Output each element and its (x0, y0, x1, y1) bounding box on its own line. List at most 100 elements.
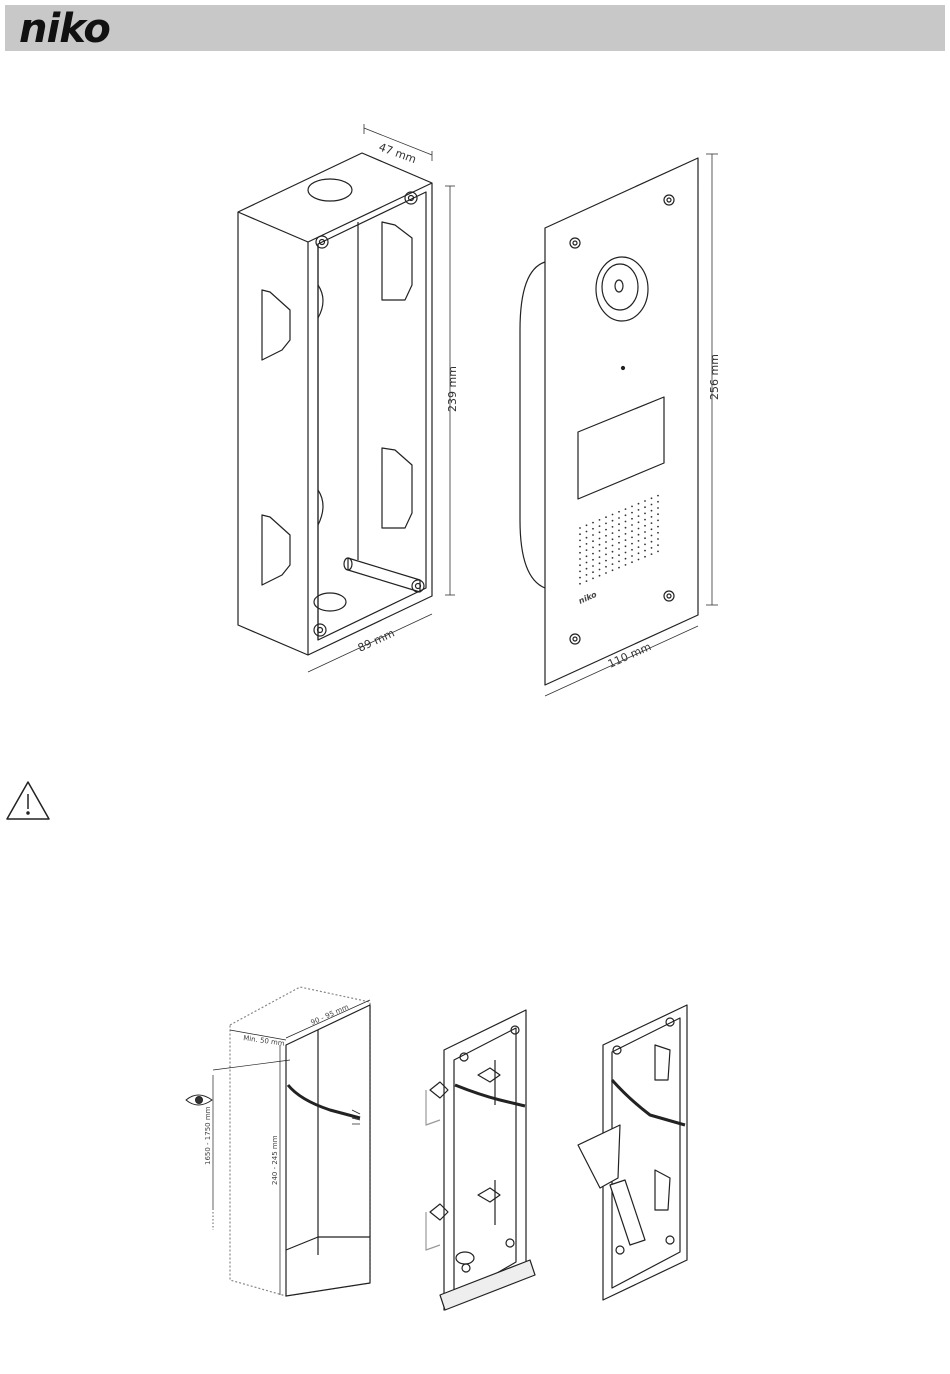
speaker-hole (605, 566, 607, 568)
speaker-hole (631, 555, 633, 557)
speaker-hole (592, 547, 594, 549)
speaker-hole (657, 532, 659, 534)
speaker-hole (612, 557, 614, 559)
mounting-box-drawing (238, 153, 432, 655)
speaker-hole (631, 537, 633, 539)
speaker-hole (644, 506, 646, 508)
box-insert-drawing (426, 1010, 535, 1310)
speaker-hole (625, 527, 627, 529)
speaker-hole (579, 577, 581, 579)
speaker-hole (612, 532, 614, 534)
speaker-hole (618, 542, 620, 544)
speaker-hole (605, 572, 607, 574)
speaker-hole (644, 513, 646, 515)
mount-height-label: 1650 - 1750 mm (204, 1106, 212, 1165)
speaker-hole (579, 527, 581, 529)
speaker-hole (651, 497, 653, 499)
speaker-hole (657, 538, 659, 540)
speaker-hole (592, 528, 594, 530)
speaker-hole (631, 518, 633, 520)
speaker-hole (651, 504, 653, 506)
speaker-hole (651, 553, 653, 555)
speaker-hole (657, 551, 659, 553)
speaker-hole (651, 510, 653, 512)
warning-triangle-icon (7, 782, 49, 819)
speaker-hole (618, 523, 620, 525)
speaker-hole (625, 508, 627, 510)
speaker-hole (638, 515, 640, 517)
speaker-hole (605, 547, 607, 549)
speaker-hole (586, 555, 588, 557)
speaker-hole (657, 544, 659, 546)
box-width-label: 89 mm (356, 626, 397, 654)
speaker-hole (592, 553, 594, 555)
speaker-hole (657, 520, 659, 522)
speaker-hole (605, 523, 607, 525)
speaker-hole (612, 569, 614, 571)
speaker-hole (599, 531, 601, 533)
speaker-hole (586, 537, 588, 539)
speaker-hole (579, 583, 581, 585)
speaker-hole (638, 546, 640, 548)
speaker-hole (638, 552, 640, 554)
speaker-hole (638, 509, 640, 511)
speaker-hole (579, 558, 581, 560)
speaker-hole (599, 538, 601, 540)
speaker-hole (631, 561, 633, 563)
speaker-hole (618, 554, 620, 556)
speaker-hole (618, 561, 620, 563)
speaker-hole (631, 524, 633, 526)
speaker-hole (625, 539, 627, 541)
speaker-hole (625, 564, 627, 566)
speaker-hole (605, 541, 607, 543)
speaker-hole (638, 540, 640, 542)
speaker-hole (599, 550, 601, 552)
speaker-hole (612, 520, 614, 522)
speaker-hole (638, 528, 640, 530)
speaker-hole (644, 500, 646, 502)
speaker-hole (599, 525, 601, 527)
speaker-hole (592, 571, 594, 573)
speaker-hole (599, 519, 601, 521)
speaker-hole (612, 551, 614, 553)
speaker-hole (586, 580, 588, 582)
speaker-hole (625, 533, 627, 535)
panel-height-label: 256 mm (708, 354, 721, 400)
speaker-hole (612, 514, 614, 516)
speaker-hole (599, 569, 601, 571)
front-panel-drawing (520, 158, 698, 685)
speaker-hole (651, 522, 653, 524)
speaker-hole (657, 513, 659, 515)
speaker-hole (657, 495, 659, 497)
speaker-hole (625, 552, 627, 554)
speaker-hole (592, 559, 594, 561)
speaker-hole (612, 545, 614, 547)
speaker-hole (651, 535, 653, 537)
speaker-hole (631, 549, 633, 551)
speaker-hole (644, 537, 646, 539)
speaker-hole (651, 516, 653, 518)
speaker-hole (625, 545, 627, 547)
speaker-hole (605, 516, 607, 518)
speaker-hole (644, 525, 646, 527)
speaker-hole (657, 526, 659, 528)
speaker-hole (638, 559, 640, 561)
speaker-hole (586, 531, 588, 533)
speaker-hole (599, 544, 601, 546)
min-offset-label: Min. 50 mm (243, 1034, 286, 1048)
speaker-hole (592, 578, 594, 580)
speaker-hole (644, 544, 646, 546)
speaker-hole (651, 528, 653, 530)
speaker-hole (618, 536, 620, 538)
cutout-height-label: 240 - 245 mm (271, 1135, 279, 1185)
speaker-hole (631, 512, 633, 514)
speaker-hole (625, 558, 627, 560)
speaker-hole (618, 548, 620, 550)
speaker-hole (618, 567, 620, 569)
speaker-hole (605, 554, 607, 556)
speaker-hole (592, 540, 594, 542)
speaker-hole (657, 507, 659, 509)
box-fixing-drawing (578, 1005, 687, 1300)
speaker-hole (644, 531, 646, 533)
